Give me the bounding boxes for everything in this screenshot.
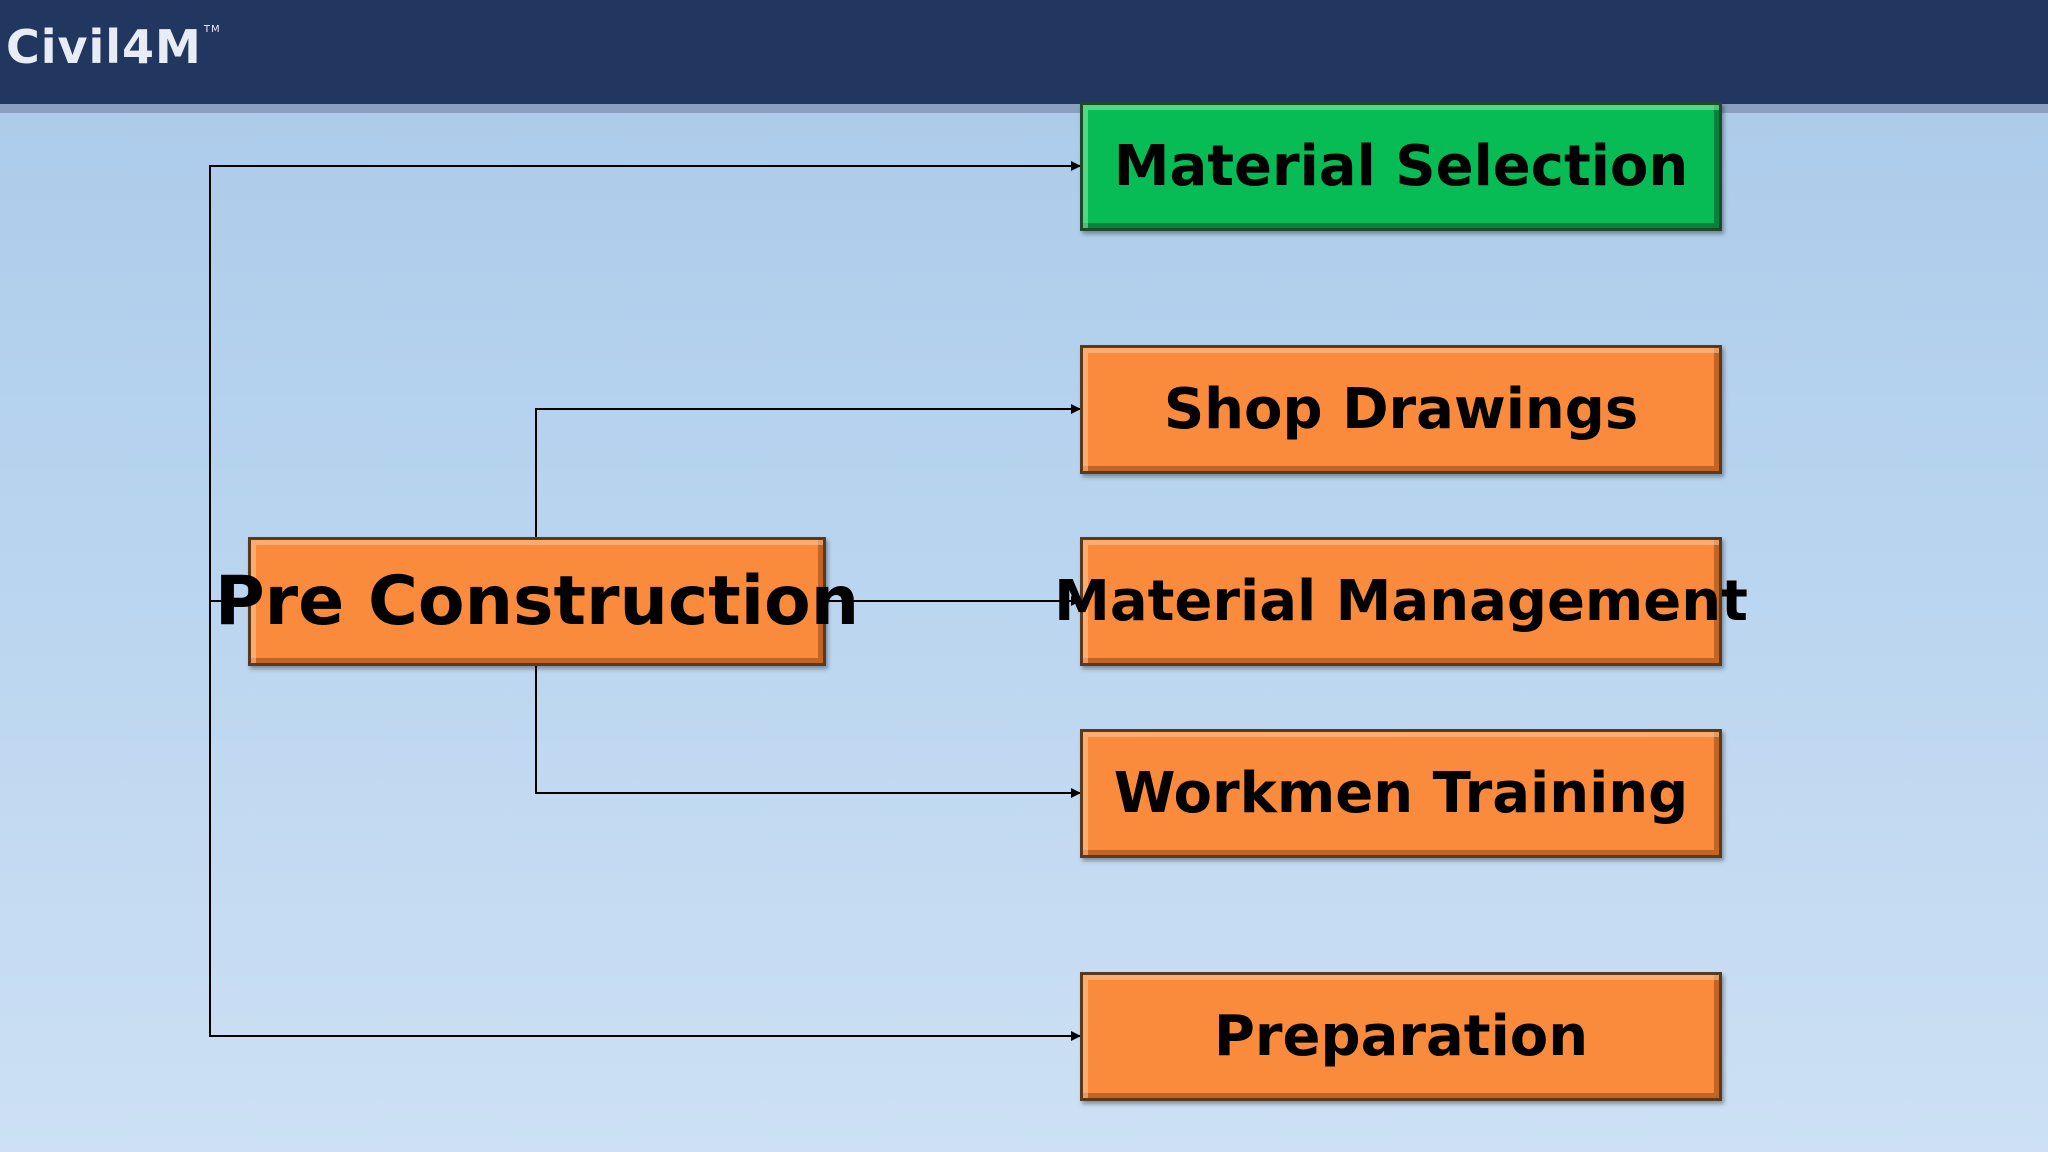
node-preparation: Preparation — [1080, 972, 1722, 1101]
node-workmen-training-label: Workmen Training — [1113, 761, 1689, 826]
node-material-selection-label: Material Selection — [1113, 134, 1689, 199]
connector-preparation — [209, 601, 1081, 1041]
connector-material-selection — [209, 161, 1081, 602]
logo-text: Civil4M — [6, 20, 202, 74]
header-bar: Civil4M TM — [0, 0, 2048, 104]
node-pre-construction: Pre Construction — [215, 537, 859, 666]
header-divider — [0, 104, 2048, 113]
node-shop-drawings: Shop Drawings — [1080, 345, 1722, 474]
node-pre-construction-label: Pre Construction — [214, 562, 860, 641]
node-shop-drawings-label: Shop Drawings — [1163, 377, 1639, 442]
node-material-selection: Material Selection — [1080, 102, 1722, 231]
connector-workmen-training — [535, 664, 1081, 798]
civil4m-logo: Civil4M TM — [6, 14, 221, 80]
connector-shop-drawings — [535, 404, 1081, 538]
node-preparation-label: Preparation — [1213, 1004, 1589, 1069]
logo-trademark: TM — [203, 24, 221, 35]
node-workmen-training: Workmen Training — [1080, 729, 1722, 858]
node-material-management: Material Management — [1054, 537, 1748, 666]
node-material-management-label: Material Management — [1054, 569, 1748, 634]
